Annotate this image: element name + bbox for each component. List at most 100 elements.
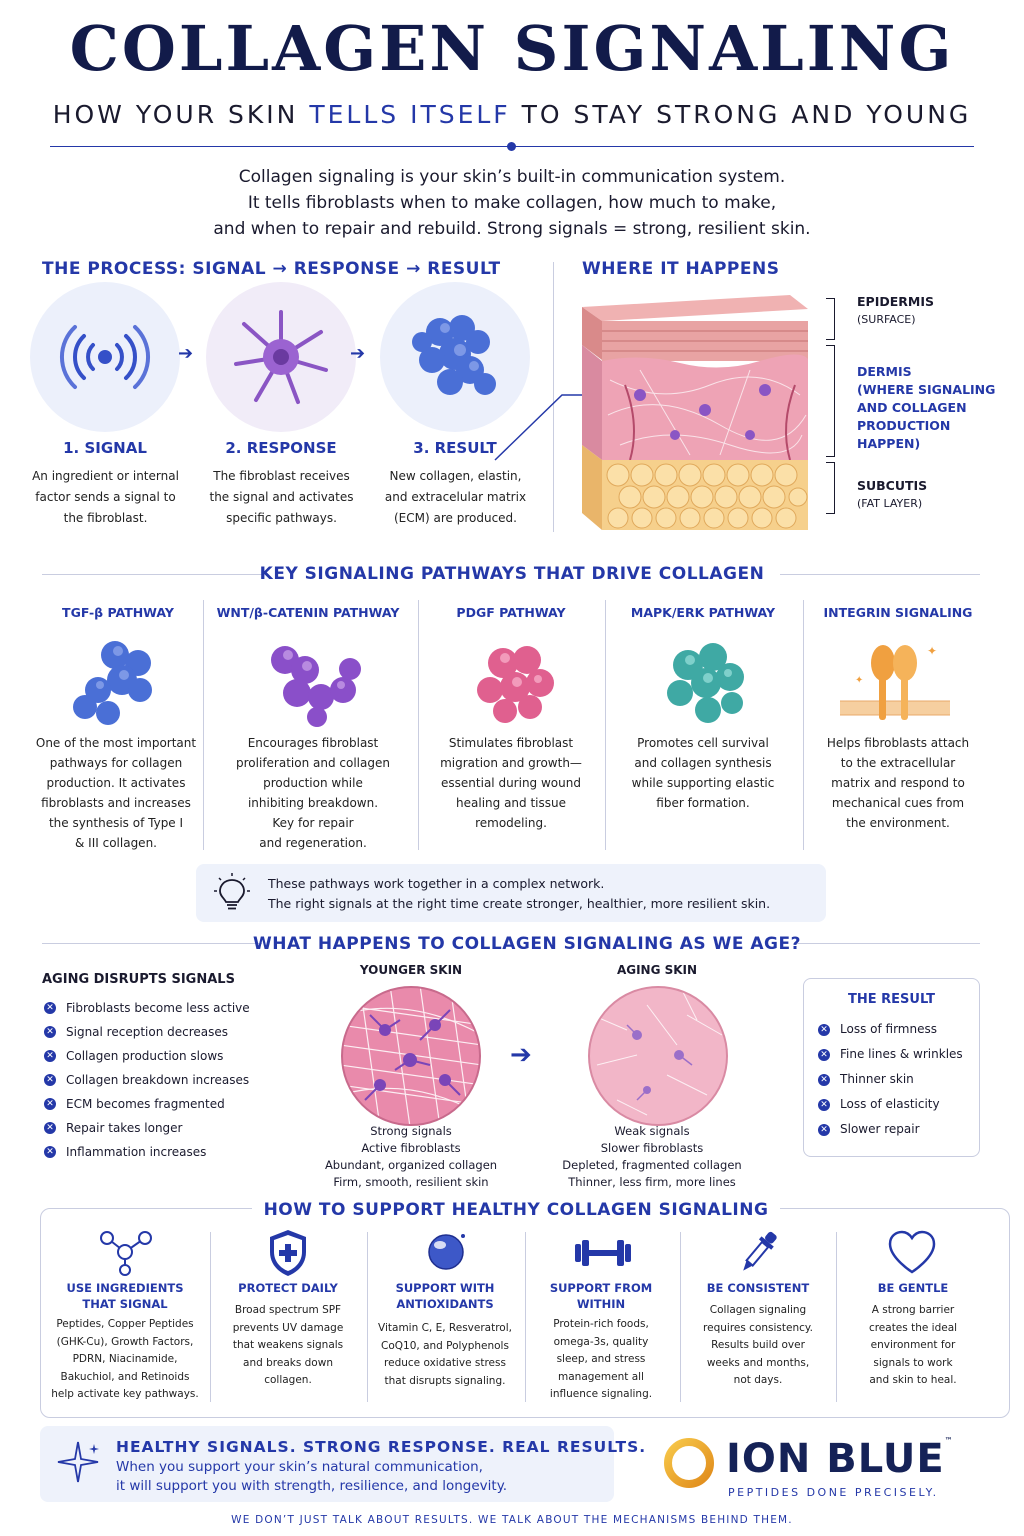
step-line: (ECM) are produced.	[394, 511, 517, 525]
brand-name: ION BLUE™	[726, 1436, 954, 1482]
dumbbell-icon	[575, 1240, 631, 1266]
younger-skin-label: YOUNGER SKIN	[359, 963, 463, 977]
step-title: 1. SIGNAL	[63, 439, 147, 457]
subcutis-label: SUBCUTIS (FAT LAYER)	[857, 477, 927, 513]
list-item: ✕Repair takes longer	[44, 1116, 250, 1140]
list-item: ✕Slower repair	[818, 1117, 963, 1142]
pathway-line: Helps fibroblasts attach	[826, 736, 970, 750]
arrow-right-icon: ➔	[350, 343, 366, 364]
subtitle-highlight: TELLS ITSELF	[309, 100, 511, 129]
molecule-icon	[100, 1231, 152, 1276]
pathways-heading: KEY SIGNALING PATHWAYS THAT DRIVE COLLAG…	[259, 564, 765, 584]
text-line: influence signaling.	[549, 1388, 653, 1400]
pathway-line: mechanical cues from	[831, 796, 965, 810]
x-circle-icon: ✕	[44, 1002, 56, 1014]
list-item: ✕ Fibroblasts become less active	[44, 996, 250, 1020]
aging-disrupts-list: ✕Fibroblasts become less active ✕Signal …	[44, 996, 250, 1164]
antioxidant-sphere-icon	[428, 1234, 465, 1270]
layer-sub: HAPPEN)	[857, 436, 921, 451]
heart-icon	[888, 1230, 936, 1274]
pathway-line: the synthesis of Type I	[48, 816, 184, 830]
text-line: Collagen signaling	[709, 1304, 807, 1316]
closing-banner	[40, 1426, 614, 1502]
intro-line: It tells fibroblasts when to make collag…	[247, 193, 777, 213]
step-line: the signal and activates	[209, 490, 354, 504]
text-line: environment for	[870, 1339, 956, 1351]
younger-skin-caption: Strong signals Active fibroblasts Abunda…	[291, 1123, 531, 1191]
layer-name: DERMIS	[857, 364, 912, 379]
lightbulb-icon	[214, 873, 250, 910]
aging-skin-caption: Weak signals Slower fibroblasts Depleted…	[532, 1123, 772, 1191]
pathway-line: One of the most important	[35, 736, 197, 750]
younger-skin-illustration	[341, 986, 481, 1126]
x-circle-icon: ✕	[818, 1098, 830, 1111]
banner-headline: HEALTHY SIGNALS. STRONG RESPONSE. REAL R…	[116, 1438, 647, 1456]
layer-sub: PRODUCTION	[857, 418, 951, 433]
caption-line: Strong signals	[370, 1124, 452, 1138]
list-item-text: Collagen production slows	[66, 1049, 224, 1063]
pathway-line: Encourages fibroblast	[247, 736, 379, 750]
support-heading: HOW TO SUPPORT HEALTHY COLLAGEN SIGNALIN…	[0, 1200, 1024, 1220]
step-line: the fibroblast.	[63, 511, 148, 525]
column-divider	[605, 600, 606, 850]
brand-name-text: ION BLUE	[726, 1436, 945, 1482]
tip-callout	[196, 864, 826, 922]
text-line: weeks and months,	[706, 1356, 810, 1369]
support-item-title: SUPPORT WITH ANTIOXIDANTS	[370, 1280, 520, 1312]
support-item-text: Protein-rich foods, omega-3s, quality sl…	[526, 1316, 676, 1404]
pathway-line: healing and tissue	[456, 796, 566, 810]
arrow-right-icon: ➔	[178, 343, 194, 364]
title-line: SUPPORT WITH	[395, 1281, 495, 1295]
list-item-text: Slower repair	[840, 1122, 920, 1136]
where-heading: WHERE IT HAPPENS	[582, 259, 780, 279]
title-line: THAT SIGNAL	[82, 1297, 168, 1311]
result-panel	[803, 978, 980, 1157]
step-title: 3. RESULT	[413, 439, 497, 457]
list-item: ✕Inflammation increases	[44, 1140, 250, 1164]
integrin-receptor-icon: ✦✦	[840, 644, 950, 720]
pathway-line: Key for repair	[272, 816, 354, 830]
layer-sub: (WHERE SIGNALING	[857, 382, 996, 397]
list-item-text: Fibroblasts become less active	[66, 1001, 250, 1015]
text-line: help activate key pathways.	[51, 1388, 199, 1400]
pathway-line: pathways for collagen	[49, 756, 183, 770]
pathway-line: production while	[263, 776, 363, 790]
pathway-line: migration and growth—	[440, 756, 582, 770]
column-divider	[525, 1232, 526, 1402]
layer-name: EPIDERMIS	[857, 294, 934, 309]
step-line: factor sends a signal to	[35, 490, 176, 504]
list-item-text: Thinner skin	[840, 1072, 914, 1086]
column-divider	[210, 1232, 211, 1402]
text-line: and skin to heal.	[869, 1374, 957, 1386]
x-circle-icon: ✕	[44, 1146, 56, 1158]
text-line: not days.	[733, 1374, 783, 1386]
result-list: ✕Loss of firmness ✕Fine lines & wrinkles…	[818, 1017, 963, 1142]
text-line: A strong barrier	[871, 1304, 955, 1316]
dermis-bracket	[826, 345, 835, 457]
epidermis-label: EPIDERMIS (SURFACE)	[857, 293, 934, 329]
text-line: requires consistency.	[703, 1321, 813, 1334]
pathway-description: Promotes cell survival and collagen synt…	[613, 733, 793, 813]
pathway-line: the environment.	[846, 816, 950, 830]
x-circle-icon: ✕	[818, 1023, 830, 1036]
epidermis-bracket	[826, 298, 835, 340]
title-line: BE CONSISTENT	[706, 1281, 810, 1295]
intro-line: and when to repair and rebuild. Strong s…	[213, 219, 811, 239]
caption-line: Slower fibroblasts	[600, 1141, 704, 1155]
step-title: 2. RESPONSE	[225, 439, 337, 457]
step-line: An ingredient or internal	[32, 469, 179, 483]
pathway-line: fiber formation.	[656, 796, 750, 810]
step-description: New collagen, elastin, and extracelular …	[368, 466, 543, 529]
column-divider	[680, 1232, 681, 1402]
column-divider	[203, 600, 204, 850]
collagen-cluster-icon	[412, 315, 496, 395]
list-item: ✕Fine lines & wrinkles	[818, 1042, 963, 1067]
caption-line: Abundant, organized collagen	[324, 1158, 498, 1172]
result-circle	[380, 282, 530, 432]
aging-skin-label: AGING SKIN	[616, 963, 698, 977]
support-item-text: Vitamin C, E, Resveratrol, CoQ10, and Po…	[370, 1320, 520, 1390]
text-line: collagen.	[264, 1374, 312, 1386]
heading-rule	[795, 943, 980, 944]
ion-blue-logo-ring	[664, 1438, 714, 1488]
list-item-text: Collagen breakdown increases	[66, 1073, 250, 1087]
